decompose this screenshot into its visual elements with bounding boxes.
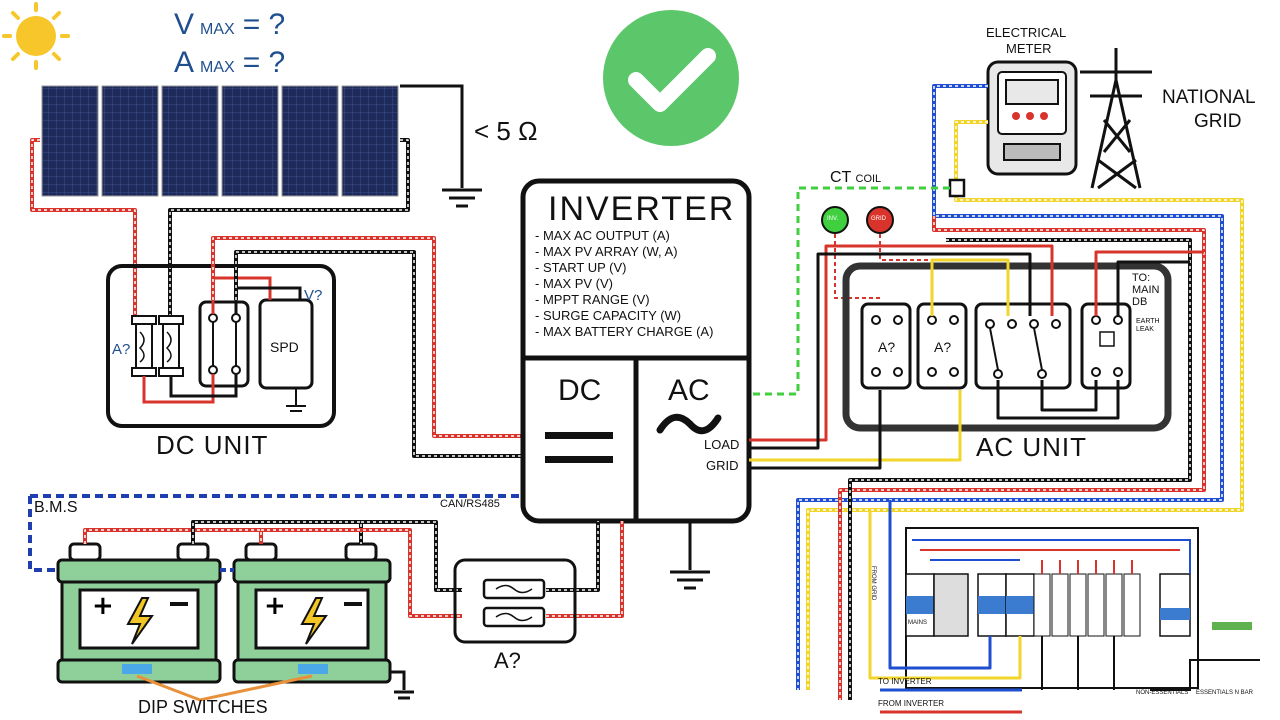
to-main-db-label: TO: MAIN DB	[1132, 272, 1160, 308]
amax-a: A	[174, 46, 195, 79]
spd-label: SPD	[270, 339, 299, 355]
svg-text:+: +	[264, 591, 286, 621]
dc-fuse-2	[158, 315, 184, 377]
dc-symbol	[545, 432, 613, 463]
inverter-spec: - MAX PV (V)	[535, 276, 614, 291]
earth-leak-label: EARTH LEAK	[1136, 318, 1160, 333]
ct-label: CT	[830, 169, 852, 186]
grid-indicator-label: GRID	[871, 216, 886, 222]
vmax-v: V	[174, 8, 195, 41]
dc-fuse-1	[131, 315, 157, 377]
coil-label: COIL	[855, 173, 882, 185]
battery-2: +	[232, 542, 392, 684]
inverter-load-label: LOAD	[704, 437, 740, 452]
solar-panel-array	[41, 85, 399, 197]
lightning-icon	[300, 597, 328, 645]
ct-coil-label: CT COIL	[830, 170, 881, 186]
inverter-title: INVERTER	[548, 190, 736, 228]
from-inverter-label: FROM INVERTER	[878, 699, 945, 708]
amax-suffix: = ?	[242, 46, 286, 79]
ac-breaker-1	[860, 302, 912, 390]
vmax-suffix: = ?	[242, 8, 286, 41]
essentials-label: ESSENTIALS N BAR	[1196, 690, 1254, 696]
battery-fuse-box	[453, 558, 577, 644]
non-essentials-label: NON-ESSENTIALS	[1136, 690, 1189, 696]
lightning-icon	[126, 597, 154, 645]
ac-breaker-2-label: A?	[934, 339, 952, 355]
inverter-spec: - MAX BATTERY CHARGE (A)	[535, 324, 714, 339]
sun-icon	[2, 2, 70, 70]
ground-icon	[442, 188, 482, 208]
meter-title-1: ELECTRICAL	[986, 25, 1067, 40]
ac-breaker-1-label: A?	[878, 339, 896, 355]
can-rs485-label: CAN/RS485	[440, 498, 500, 510]
national-grid-line1: NATIONAL	[1162, 87, 1256, 108]
svg-text:+: +	[92, 591, 114, 621]
vmax-label: V MAX = ?	[174, 10, 285, 40]
to-inverter-label: TO INVERTER	[878, 677, 932, 686]
transmission-tower-icon	[1080, 48, 1152, 190]
inverter-ac-label: AC	[668, 374, 710, 407]
dip-switches-label: DIP SWITCHES	[138, 697, 268, 717]
inv-indicator-label: INV.	[827, 216, 839, 222]
changeover-switch	[974, 302, 1072, 390]
ac-breaker-2	[916, 302, 968, 390]
electrical-meter-icon	[986, 60, 1078, 176]
battery-fuses	[482, 578, 546, 628]
from-grid-label: FROM GRID	[870, 566, 876, 601]
inverter-grid-label: GRID	[706, 458, 739, 473]
vmax-sub: MAX	[200, 21, 235, 38]
inverter-spec: - MPPT RANGE (V)	[535, 292, 650, 307]
mains-label: MAINS	[908, 620, 928, 626]
earth-resistance-label: < 5 Ω	[474, 116, 538, 146]
battery-fuse-label: A?	[494, 648, 521, 673]
ac-unit-title: AC UNIT	[976, 432, 1087, 462]
amax-label: A MAX = ?	[174, 48, 285, 78]
grid-indicator	[866, 206, 894, 234]
dc-voltage-label: V?	[304, 287, 323, 304]
meter-title-2: METER	[1006, 41, 1052, 56]
ct-coil	[948, 178, 966, 198]
dc-fuse-label: A?	[112, 341, 131, 358]
battery-1: +	[56, 542, 222, 684]
dc-unit-title: DC UNIT	[156, 430, 269, 460]
inverter-spec: - MAX PV ARRAY (W, A)	[535, 244, 678, 259]
checkmark-icon	[603, 10, 739, 146]
national-grid-line2: GRID	[1194, 111, 1242, 132]
spd-device	[258, 298, 314, 412]
inverter-spec: - MAX AC OUTPUT (A)	[535, 228, 670, 243]
ac-symbol	[656, 413, 722, 435]
inverter-spec-list: - MAX AC OUTPUT (A) - MAX PV ARRAY (W, A…	[535, 228, 713, 340]
distribution-board	[905, 527, 1260, 691]
ground-icon	[670, 570, 710, 590]
inv-indicator	[821, 206, 849, 234]
dc-unit-box	[106, 264, 336, 428]
inverter-dc-label: DC	[558, 374, 602, 407]
inverter-spec: - SURGE CAPACITY (W)	[535, 308, 682, 323]
dc-isolator	[198, 300, 250, 388]
earth-leak-breaker	[1080, 302, 1132, 390]
amax-sub: MAX	[200, 59, 235, 76]
inverter-spec: - START UP (V)	[535, 260, 627, 275]
bms-label: B.M.S	[34, 499, 78, 516]
